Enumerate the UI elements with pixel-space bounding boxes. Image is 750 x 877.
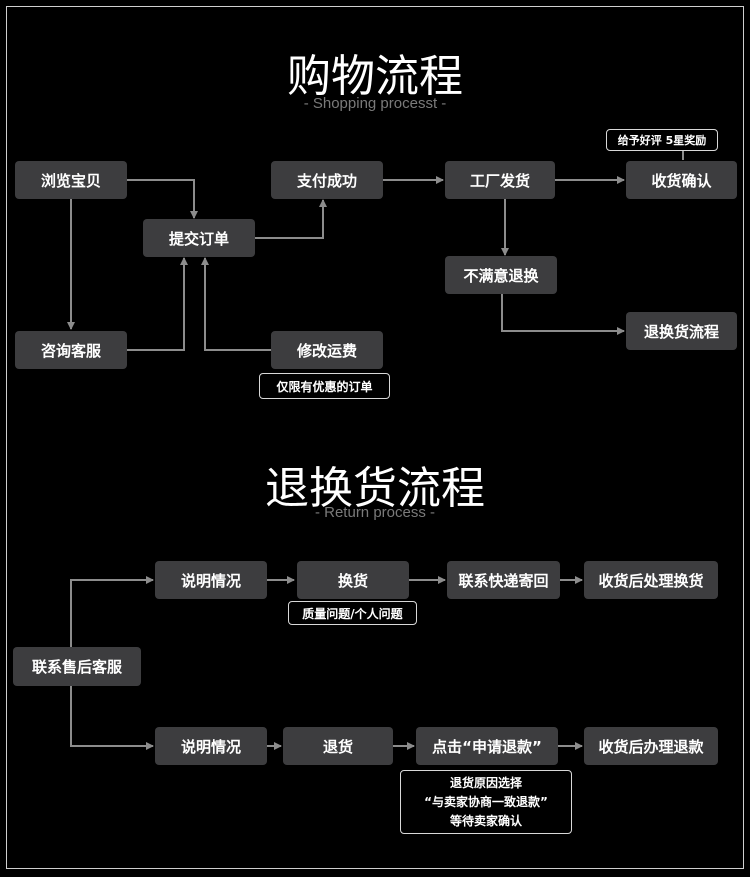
line-contact-explain-top [70,576,154,647]
node-exchange: 换货 [297,561,409,599]
note-discount-only: 仅限有优惠的订单 [259,373,390,399]
return-title: 退换货流程 [265,463,485,514]
line-unsatisfied-return [501,294,625,335]
note-return-reason-line3: 等待卖家确认 [449,813,522,828]
note-return-reason-line2: “与卖家协商一致退款” [424,794,548,809]
node-pay-success: 支付成功 [271,161,383,199]
note-return-reason: 退货原因选择 “与卖家协商一致退款” 等待卖家确认 [400,770,572,834]
shopping-title: 购物流程 [287,51,463,102]
line-browse-submit [126,179,198,219]
node-explain-bottom: 说明情况 [155,727,267,765]
diagram-frame [6,6,744,869]
node-consult-service: 咨询客服 [15,331,127,369]
line-modify-submit [201,257,272,351]
line-consult-submit [126,257,188,351]
node-browse: 浏览宝贝 [15,161,127,199]
node-return: 退货 [283,727,393,765]
node-return-process: 退换货流程 [626,312,737,350]
node-click-apply: 点击“申请退款” [416,727,558,765]
node-contact-service: 联系售后客服 [13,647,141,686]
node-receive-confirm: 收货确认 [626,161,737,199]
return-subtitle: - Return process - [314,504,436,521]
note-review-reward: 给予好评 5星奖励 [606,129,718,151]
line-submit-pay [254,199,327,239]
node-submit-order: 提交订单 [143,219,255,257]
node-explain-top: 说明情况 [155,561,267,599]
node-factory-ship: 工厂发货 [445,161,555,199]
note-return-reason-line1: 退货原因选择 [449,775,522,790]
node-after-receive-refund: 收货后办理退款 [584,727,718,765]
note-quality-issue: 质量问题/个人问题 [288,601,417,625]
node-after-receive-exchange: 收货后处理换货 [584,561,718,599]
node-modify-shipping: 修改运费 [271,331,383,369]
line-contact-explain-bottom [70,685,154,750]
shopping-subtitle: - Shopping processt - [303,95,447,112]
node-contact-courier: 联系快递寄回 [447,561,560,599]
node-unsatisfied-exchange: 不满意退换 [445,256,557,294]
